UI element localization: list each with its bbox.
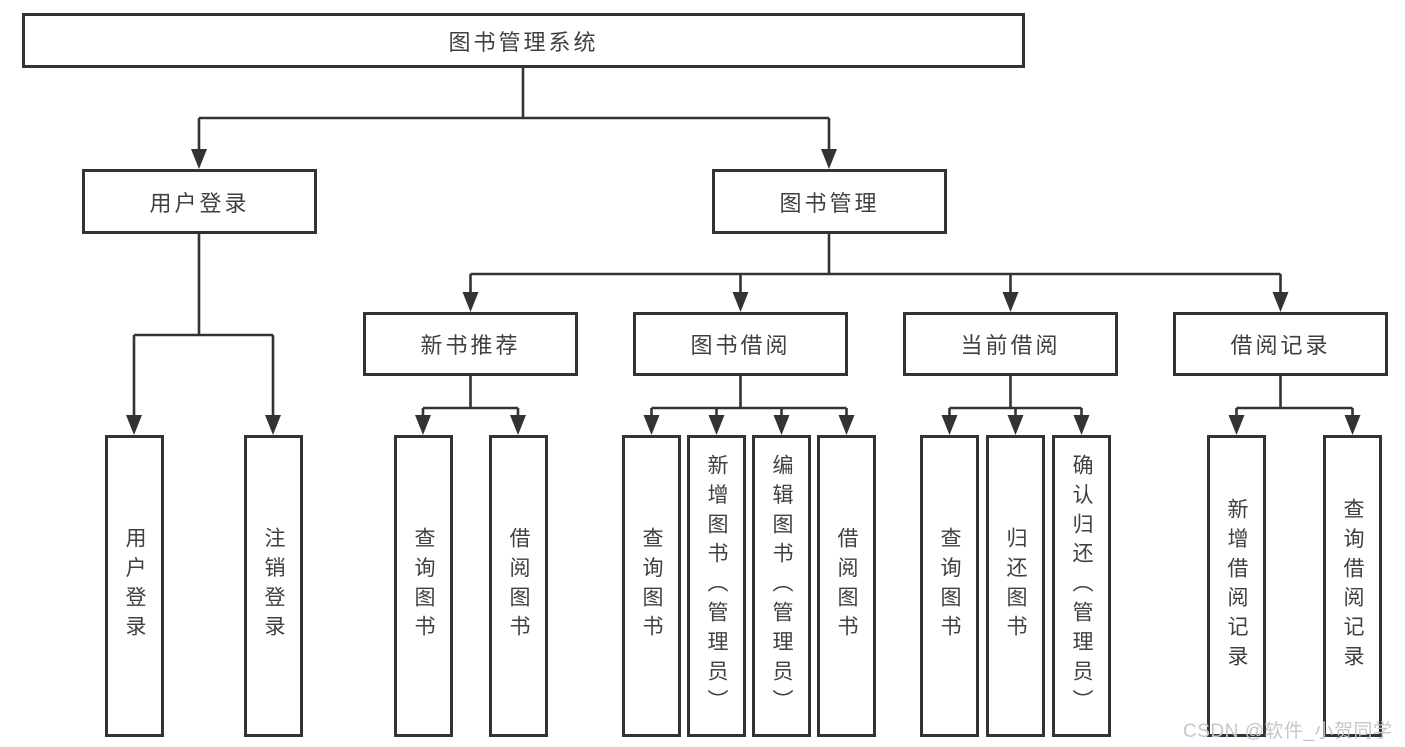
csdn-watermark: CSDN @软件_小贺同学 [1183, 721, 1393, 742]
node-label: 图书管理 [779, 190, 880, 216]
leaf-label: 编辑图书（管理员） [770, 453, 793, 719]
leaf-return-books: 归还图书 [986, 435, 1045, 737]
node-current-borrow: 当前借阅 [903, 312, 1118, 376]
leaf-confirm-return-admin: 确认归还（管理员） [1052, 435, 1111, 737]
node-label: 借阅记录 [1230, 333, 1331, 358]
leaf-user-login: 用户登录 [105, 435, 164, 737]
leaf-label: 查询图书 [938, 527, 961, 645]
leaf-query-books-recommend: 查询图书 [394, 435, 453, 737]
node-user-login: 用户登录 [82, 169, 317, 234]
leaf-label: 新增借阅记录 [1225, 497, 1248, 675]
leaf-label: 新增图书（管理员） [705, 453, 728, 719]
leaf-add-borrow-record: 新增借阅记录 [1207, 435, 1266, 737]
leaf-borrow-books: 借阅图书 [817, 435, 876, 737]
leaf-label: 借阅图书 [835, 527, 858, 645]
leaf-label: 归还图书 [1004, 527, 1027, 645]
leaf-label: 查询图书 [640, 527, 663, 645]
leaf-query-books-current: 查询图书 [920, 435, 979, 737]
leaf-borrow-books-recommend: 借阅图书 [489, 435, 548, 737]
node-label: 图书借阅 [690, 333, 791, 358]
leaf-label: 借阅图书 [507, 527, 530, 645]
leaf-label: 注销登录 [262, 527, 285, 645]
leaf-label: 确认归还（管理员） [1070, 453, 1093, 719]
leaf-add-books-admin: 新增图书（管理员） [687, 435, 746, 737]
node-label: 图书管理系统 [448, 29, 599, 55]
node-label: 当前借阅 [960, 333, 1061, 358]
leaf-query-books-borrow: 查询图书 [622, 435, 681, 737]
arrowheads [126, 149, 1361, 435]
leaf-label: 查询借阅记录 [1341, 497, 1364, 675]
node-new-book-recommend: 新书推荐 [363, 312, 578, 376]
node-book-management-system: 图书管理系统 [22, 13, 1025, 68]
node-label: 新书推荐 [420, 333, 521, 358]
leaf-logout: 注销登录 [244, 435, 303, 737]
node-label: 用户登录 [149, 190, 250, 216]
node-borrow-records: 借阅记录 [1173, 312, 1388, 376]
leaf-edit-books-admin: 编辑图书（管理员） [752, 435, 811, 737]
node-book-borrow: 图书借阅 [633, 312, 848, 376]
leaf-label: 用户登录 [123, 527, 146, 645]
leaf-label: 查询图书 [412, 527, 435, 645]
leaf-query-borrow-record: 查询借阅记录 [1323, 435, 1382, 737]
node-book-management: 图书管理 [712, 169, 947, 234]
